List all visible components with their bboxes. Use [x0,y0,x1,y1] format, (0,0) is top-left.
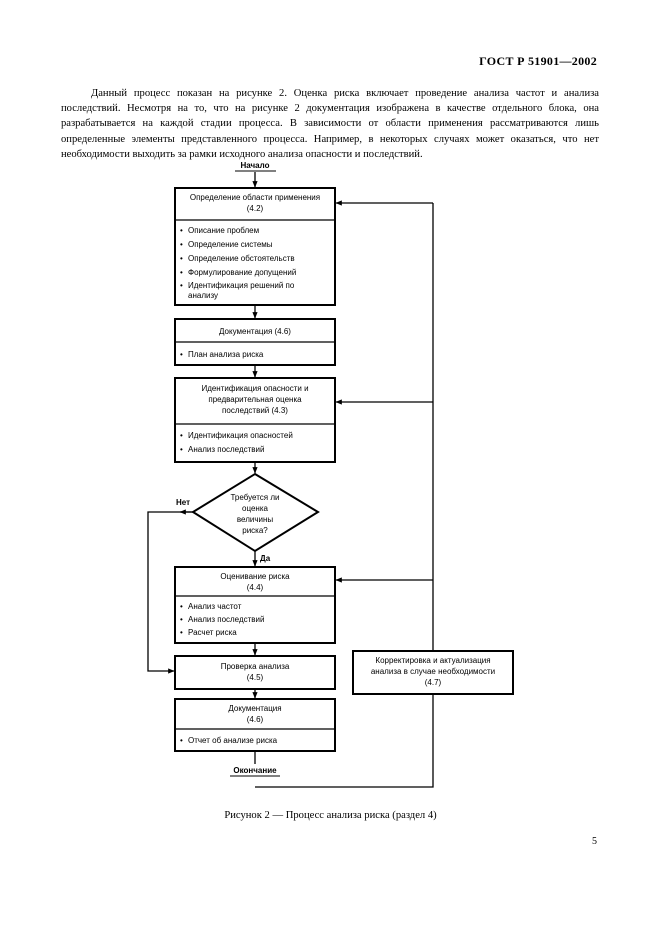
decision-line-1: Требуется ли [230,493,279,502]
hazard-title-1: Идентификация опасности и [201,384,308,393]
doc1-title: Документация (4.6) [219,327,291,336]
intro-paragraph: Данный процесс показан на рисунке 2. Оце… [61,88,599,160]
scope-item: Описание проблем [188,226,259,235]
no-branch-line [147,511,193,674]
update-box: Корректировка и актуализация анализа в с… [352,650,514,695]
scope-item-cont: анализу [188,291,218,300]
scope-item: Идентификация решений по [188,281,295,290]
scope-item-bullet: • [180,268,183,277]
decision-yes-label: Да [260,554,271,563]
scope-item: Определение обстоятельств [188,254,295,263]
verify-title-2: (4.5) [247,673,264,682]
scope-box: Определение области применения (4.2) • О… [174,187,336,306]
scope-title-1: Определение области применения [190,193,320,202]
estimate-item-bullet: • [180,602,183,611]
feedback-end-line [255,694,434,788]
decision-line-2: оценка [242,504,268,513]
scope-item: Определение системы [188,240,273,249]
end-label: Окончание [233,766,277,775]
estimate-title-1: Оценивание риска [220,572,290,581]
documentation-box-1: Документация (4.6) • План анализа риска [174,318,336,366]
estimate-title-2: (4.4) [247,583,264,592]
scope-title-2: (4.2) [247,204,264,213]
verify-box: Проверка анализа (4.5) [174,655,336,690]
page-number: 5 [592,836,597,847]
update-line-3: (4.7) [425,678,442,687]
decision-line-3: величины [237,515,274,524]
hazard-box: Идентификация опасности и предварительна… [174,377,336,463]
estimate-item: Анализ частот [188,602,242,611]
scope-item-bullet: • [180,240,183,249]
hazard-title-2: предварительная оценка [208,395,302,404]
decision-diamond: Требуется ли оценка величины риска? [191,472,320,553]
estimate-item-bullet: • [180,628,183,637]
figure-caption: Рисунок 2 — Процесс анализа риска (разде… [224,810,437,821]
scope-item-bullet: • [180,254,183,263]
documentation-box-2: Документация (4.6) • Отчет об анализе ри… [174,698,336,752]
doc1-item-bullet: • [180,350,183,359]
start-label: Начало [241,161,270,170]
update-line-2: анализа в случае необходимости [371,667,495,676]
document-header: ГОСТ Р 51901—2002 [479,54,597,68]
doc2-item: Отчет об анализе риска [188,736,278,745]
estimate-item-bullet: • [180,615,183,624]
estimate-box: Оценивание риска (4.4) • Анализ частот •… [174,566,336,644]
scope-item: Формулирование допущений [188,268,296,277]
hazard-item: Идентификация опасностей [188,431,293,440]
hazard-item: Анализ последствий [188,445,264,454]
decision-no-label: Нет [176,498,190,507]
doc1-item: План анализа риска [188,350,264,359]
hazard-title-3: последствий (4.3) [222,406,288,415]
estimate-item: Анализ последствий [188,615,264,624]
doc2-title-1: Документация [228,704,281,713]
update-line-1: Корректировка и актуализация [375,656,490,665]
decision-line-4: риска? [242,526,268,535]
doc2-item-bullet: • [180,736,183,745]
hazard-item-bullet: • [180,445,183,454]
scope-item-bullet: • [180,281,183,290]
scope-item-bullet: • [180,226,183,235]
hazard-item-bullet: • [180,431,183,440]
doc2-title-2: (4.6) [247,715,264,724]
verify-title-1: Проверка анализа [221,662,290,671]
estimate-item: Расчет риска [188,628,237,637]
